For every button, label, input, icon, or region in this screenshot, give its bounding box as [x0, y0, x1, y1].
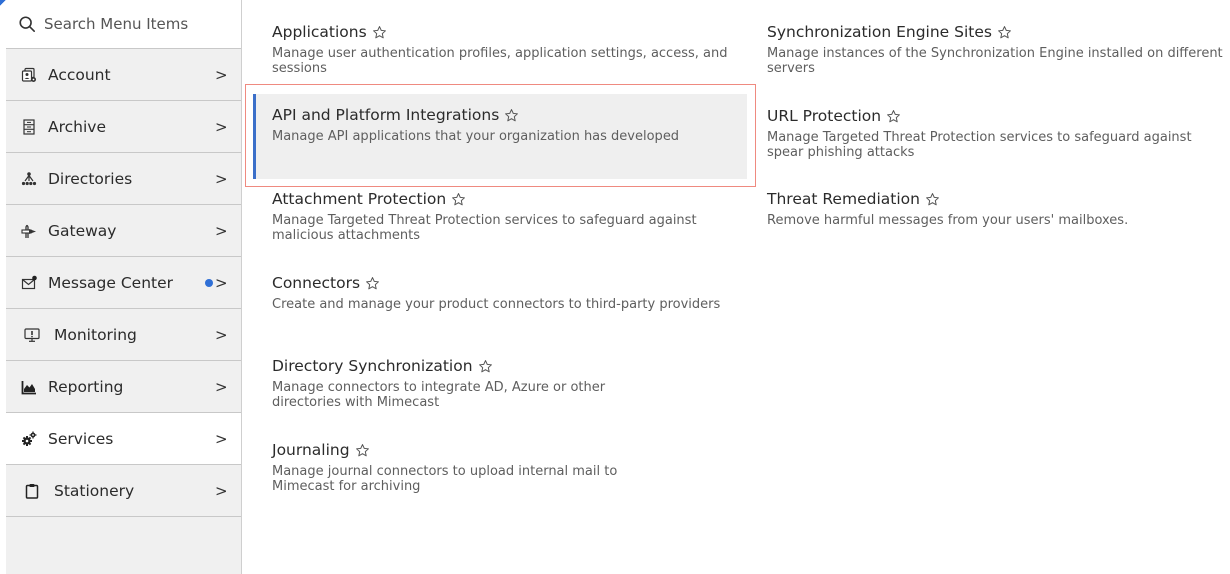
- favorite-star-icon[interactable]: [355, 443, 370, 458]
- sidebar-item-label: Message Center: [48, 273, 174, 292]
- service-item-journaling[interactable]: Journaling Manage journal connectors to …: [245, 441, 755, 494]
- favorite-star-icon[interactable]: [886, 109, 901, 124]
- clipboard-icon: [23, 482, 41, 500]
- service-title[interactable]: Synchronization Engine Sites: [767, 23, 992, 41]
- sidebar-item-reporting[interactable]: Reporting >: [6, 361, 241, 413]
- sidebar-item-stationery[interactable]: Stationery >: [6, 465, 241, 517]
- sidebar-item-monitoring[interactable]: Monitoring >: [6, 309, 241, 361]
- service-description: Manage instances of the Synchronization …: [767, 46, 1223, 76]
- sidebar-item-message-center[interactable]: Message Center >: [6, 257, 241, 309]
- service-item-attachment-protection[interactable]: Attachment Protection Manage Targeted Th…: [245, 190, 755, 243]
- search-bar: [6, 0, 241, 49]
- favorite-star-icon[interactable]: [372, 25, 387, 40]
- sidebar-item-gateway[interactable]: Gateway >: [6, 205, 241, 257]
- service-description: Manage API applications that your organi…: [272, 129, 680, 144]
- notification-badge: [205, 278, 213, 287]
- service-description: Manage Targeted Threat Protection servic…: [272, 213, 697, 243]
- chevron-right-icon: >: [215, 377, 228, 396]
- gears-icon: [20, 430, 38, 448]
- service-title[interactable]: URL Protection: [767, 107, 882, 125]
- sidebar-item-label: Stationery: [54, 481, 135, 500]
- service-title[interactable]: Journaling: [272, 441, 350, 459]
- favorite-star-icon[interactable]: [451, 192, 466, 207]
- service-title[interactable]: Directory Synchronization: [272, 357, 473, 375]
- favorite-star-icon[interactable]: [478, 359, 493, 374]
- chevron-right-icon: >: [215, 429, 228, 448]
- service-item-threat-remediation[interactable]: Threat Remediation Remove harmful messag…: [767, 190, 1227, 228]
- chevron-right-icon: >: [215, 169, 228, 188]
- chevron-right-icon: >: [215, 273, 228, 292]
- sidebar-item-label: Reporting: [48, 377, 124, 396]
- service-title[interactable]: Applications: [272, 23, 367, 41]
- sidebar-item-label: Gateway: [48, 221, 117, 240]
- sidebar-item-label: Directories: [48, 169, 133, 188]
- favorite-star-icon[interactable]: [504, 108, 519, 123]
- service-description: Manage Targeted Threat Protection servic…: [767, 130, 1192, 160]
- chevron-right-icon: >: [215, 481, 228, 500]
- sidebar-item-archive[interactable]: Archive >: [6, 101, 241, 153]
- account-settings-icon: [20, 66, 38, 84]
- directory-tree-icon: [20, 170, 38, 188]
- gateway-icon: [20, 222, 38, 240]
- search-icon: [19, 16, 36, 33]
- monitor-alert-icon: [23, 326, 41, 344]
- corner-indicator: [0, 0, 6, 6]
- sidebar-item-label: Account: [48, 65, 111, 84]
- selected-item-background: [253, 94, 747, 179]
- service-item-api-and-platform-integrations[interactable]: API and Platform Integrations Manage API…: [245, 106, 755, 144]
- chevron-right-icon: >: [215, 325, 228, 344]
- service-description: Manage journal connectors to upload inte…: [272, 464, 618, 494]
- selection-highlight-frame: [245, 84, 756, 187]
- service-item-synchronization-engine-sites[interactable]: Synchronization Engine Sites Manage inst…: [767, 23, 1227, 76]
- sidebar-item-label: Monitoring: [54, 325, 137, 344]
- area-chart-icon: [20, 378, 38, 396]
- favorite-star-icon[interactable]: [997, 25, 1012, 40]
- service-description: Manage connectors to integrate AD, Azure…: [272, 380, 606, 410]
- sidebar-item-label: Archive: [48, 117, 106, 136]
- search-menu-input[interactable]: [44, 15, 234, 33]
- favorite-star-icon[interactable]: [365, 276, 380, 291]
- service-item-directory-synchronization[interactable]: Directory Synchronization Manage connect…: [245, 357, 755, 410]
- service-description: Remove harmful messages from your users'…: [767, 213, 1129, 228]
- archive-cabinet-icon: [20, 118, 38, 136]
- service-item-applications[interactable]: Applications Manage user authentication …: [245, 23, 755, 76]
- service-description: Manage user authentication profiles, app…: [272, 46, 728, 76]
- sidebar-item-directories[interactable]: Directories >: [6, 153, 241, 205]
- service-item-connectors[interactable]: Connectors Create and manage your produc…: [245, 274, 755, 312]
- envelope-notification-icon: [20, 274, 38, 292]
- chevron-right-icon: >: [215, 117, 228, 136]
- chevron-right-icon: >: [215, 221, 228, 240]
- favorite-star-icon[interactable]: [925, 192, 940, 207]
- chevron-right-icon: >: [215, 65, 228, 84]
- service-item-url-protection[interactable]: URL Protection Manage Targeted Threat Pr…: [767, 107, 1227, 160]
- service-title[interactable]: API and Platform Integrations: [272, 106, 500, 124]
- service-title[interactable]: Attachment Protection: [272, 190, 447, 208]
- service-title[interactable]: Threat Remediation: [767, 190, 920, 208]
- service-description: Create and manage your product connector…: [272, 297, 721, 312]
- sidebar-menu: Account > Archive > Directories > Gatewa…: [6, 0, 242, 574]
- sidebar-item-services[interactable]: Services >: [6, 413, 241, 465]
- sidebar-item-label: Services: [48, 429, 114, 448]
- sidebar-item-account[interactable]: Account >: [6, 49, 241, 101]
- service-title[interactable]: Connectors: [272, 274, 361, 292]
